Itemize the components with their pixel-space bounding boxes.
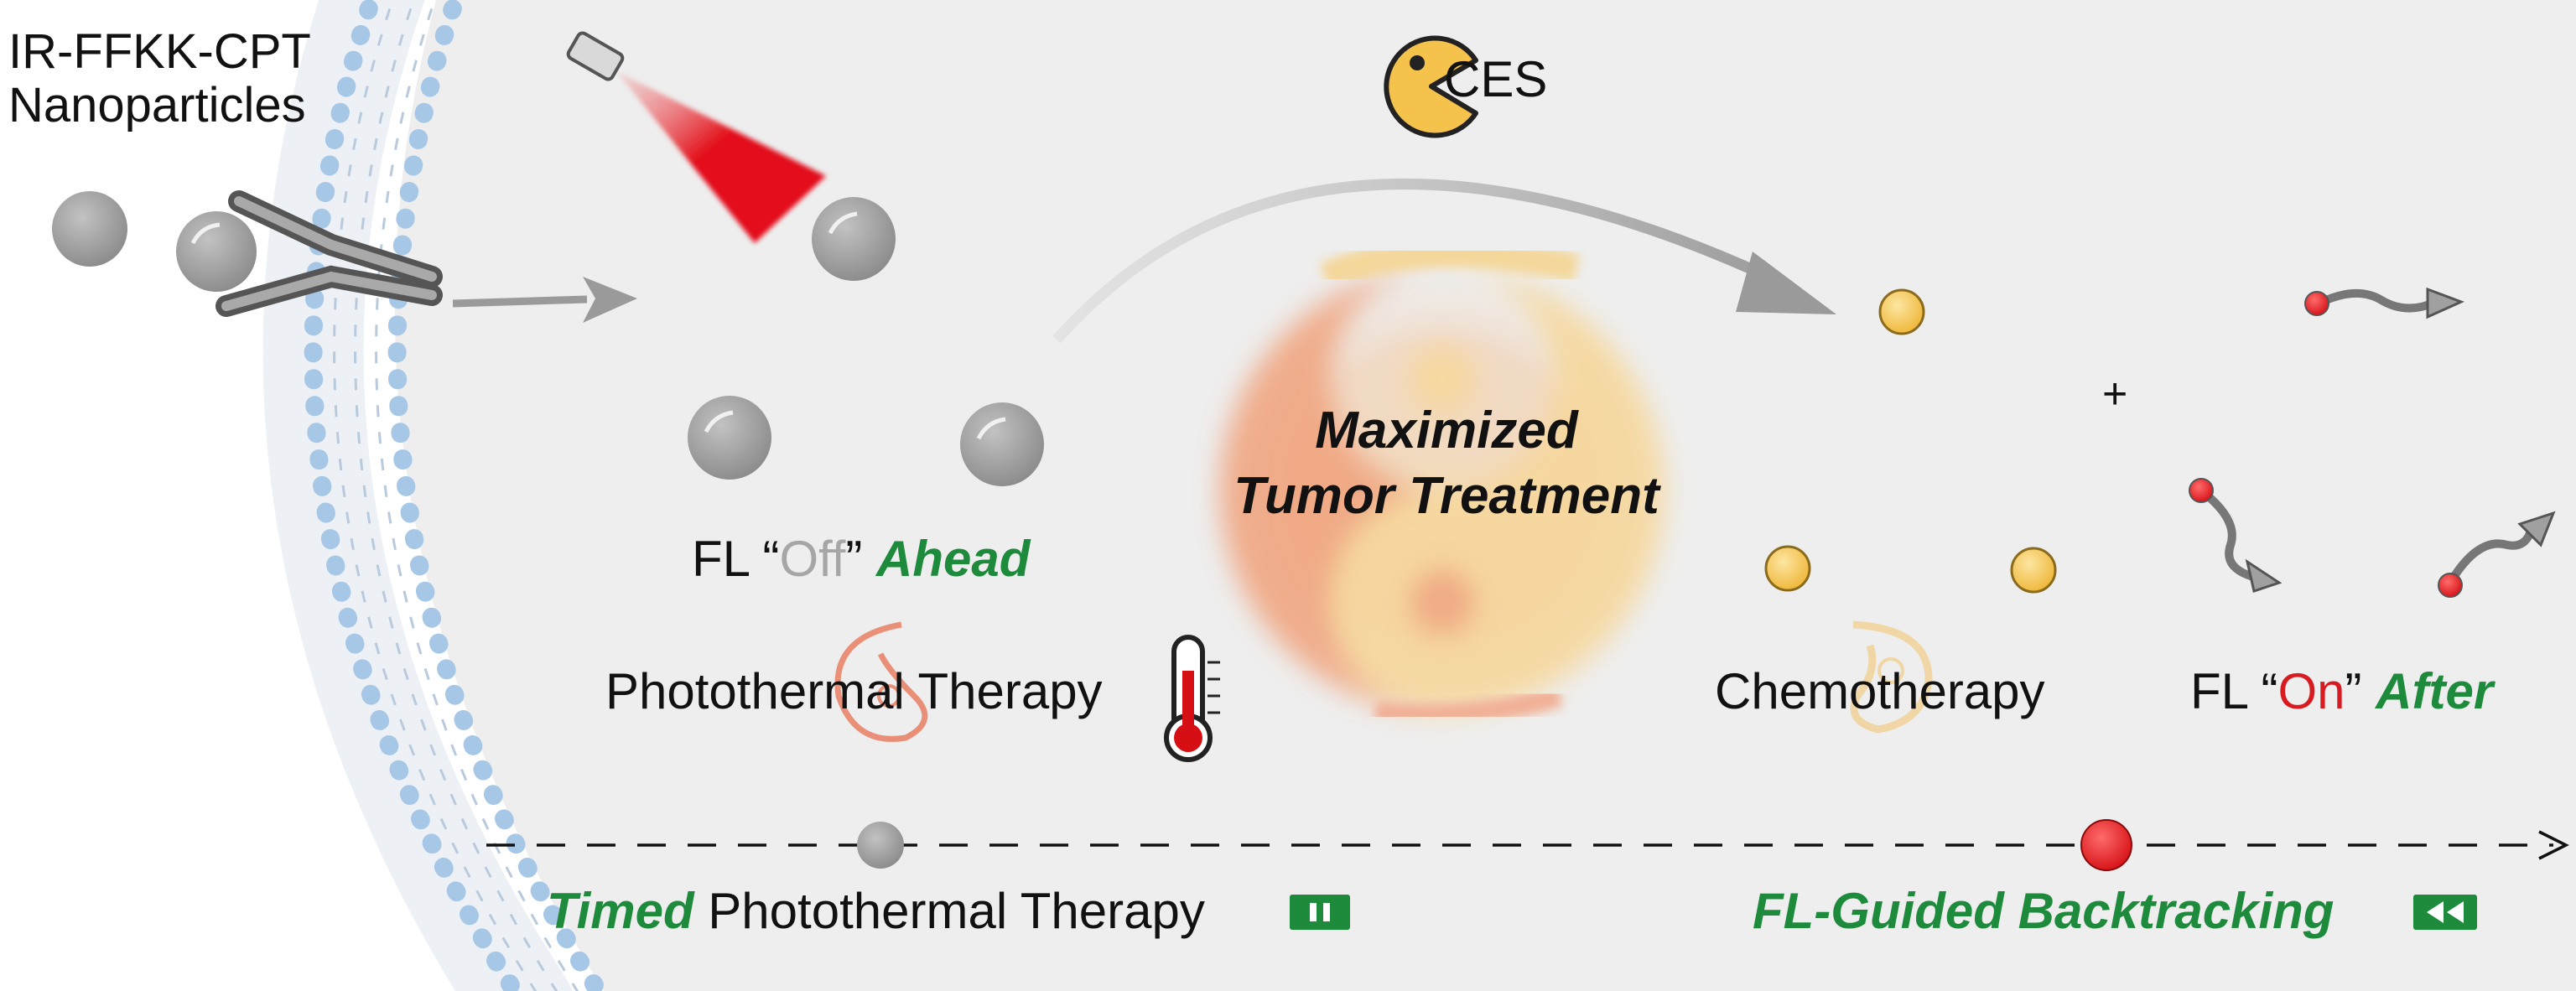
rewind-icon: [2413, 895, 2477, 930]
timed-rest: Photothermal Therapy: [693, 883, 1205, 939]
center-label-line2: Tumor Treatment: [1233, 467, 1659, 525]
nanoparticles-label-line2: Nanoparticles: [8, 78, 306, 132]
chemotherapy-label: Chemotherapy: [1715, 663, 2045, 719]
photothermal-label: Photothermal Therapy: [605, 663, 1103, 719]
timed-word: Timed: [547, 883, 694, 939]
fl-on-word: On: [2277, 663, 2345, 719]
chemotherapy-swirl-icon: [1850, 620, 1933, 734]
fl-on-suffix: ”: [2345, 663, 2376, 719]
fl-off-word: Off: [779, 531, 846, 587]
yin-yang-icon: [1199, 239, 1685, 734]
nanoparticles-label-line1: IR-FFKK-CPT: [8, 24, 311, 79]
fl-off-suffix: ”: [845, 531, 877, 587]
nanoparticles: [52, 191, 1044, 486]
timeline-arrow: [486, 819, 2569, 871]
plus-sign: +: [2102, 370, 2128, 418]
pause-icon: [1290, 895, 1350, 930]
ces-label: CES: [1444, 51, 1548, 107]
fl-on-after: After: [2376, 663, 2494, 719]
fl-on-label: FL “On” After: [2190, 662, 2493, 720]
fluorescent-dye-molecules: [2189, 287, 2556, 598]
photothermal-swirl-icon: [834, 621, 928, 742]
laser-icon: [566, 31, 826, 243]
released-drug-particles: [1764, 288, 2057, 594]
fl-off-prefix: FL “: [692, 531, 780, 587]
membrane-receptor-icon: [216, 190, 443, 317]
center-label-line1: Maximized: [1315, 402, 1578, 459]
nanoparticles-label: IR-FFKK-CPT Nanoparticles: [8, 25, 311, 132]
backtracking-label: FL-Guided Backtracking: [1753, 883, 2334, 939]
fl-off-ahead: Ahead: [876, 531, 1031, 587]
timed-phototherapy-label: Timed Photothermal Therapy: [547, 882, 1205, 940]
cell-membrane: [262, 0, 610, 991]
fl-off-label: FL “Off” Ahead: [692, 530, 1030, 588]
fl-on-prefix: FL “: [2190, 663, 2278, 719]
thermometer-icon: [1164, 635, 1220, 762]
enzyme-pacman-icon: [1384, 35, 1478, 138]
center-label: Maximized Tumor Treatment: [1220, 398, 1673, 529]
